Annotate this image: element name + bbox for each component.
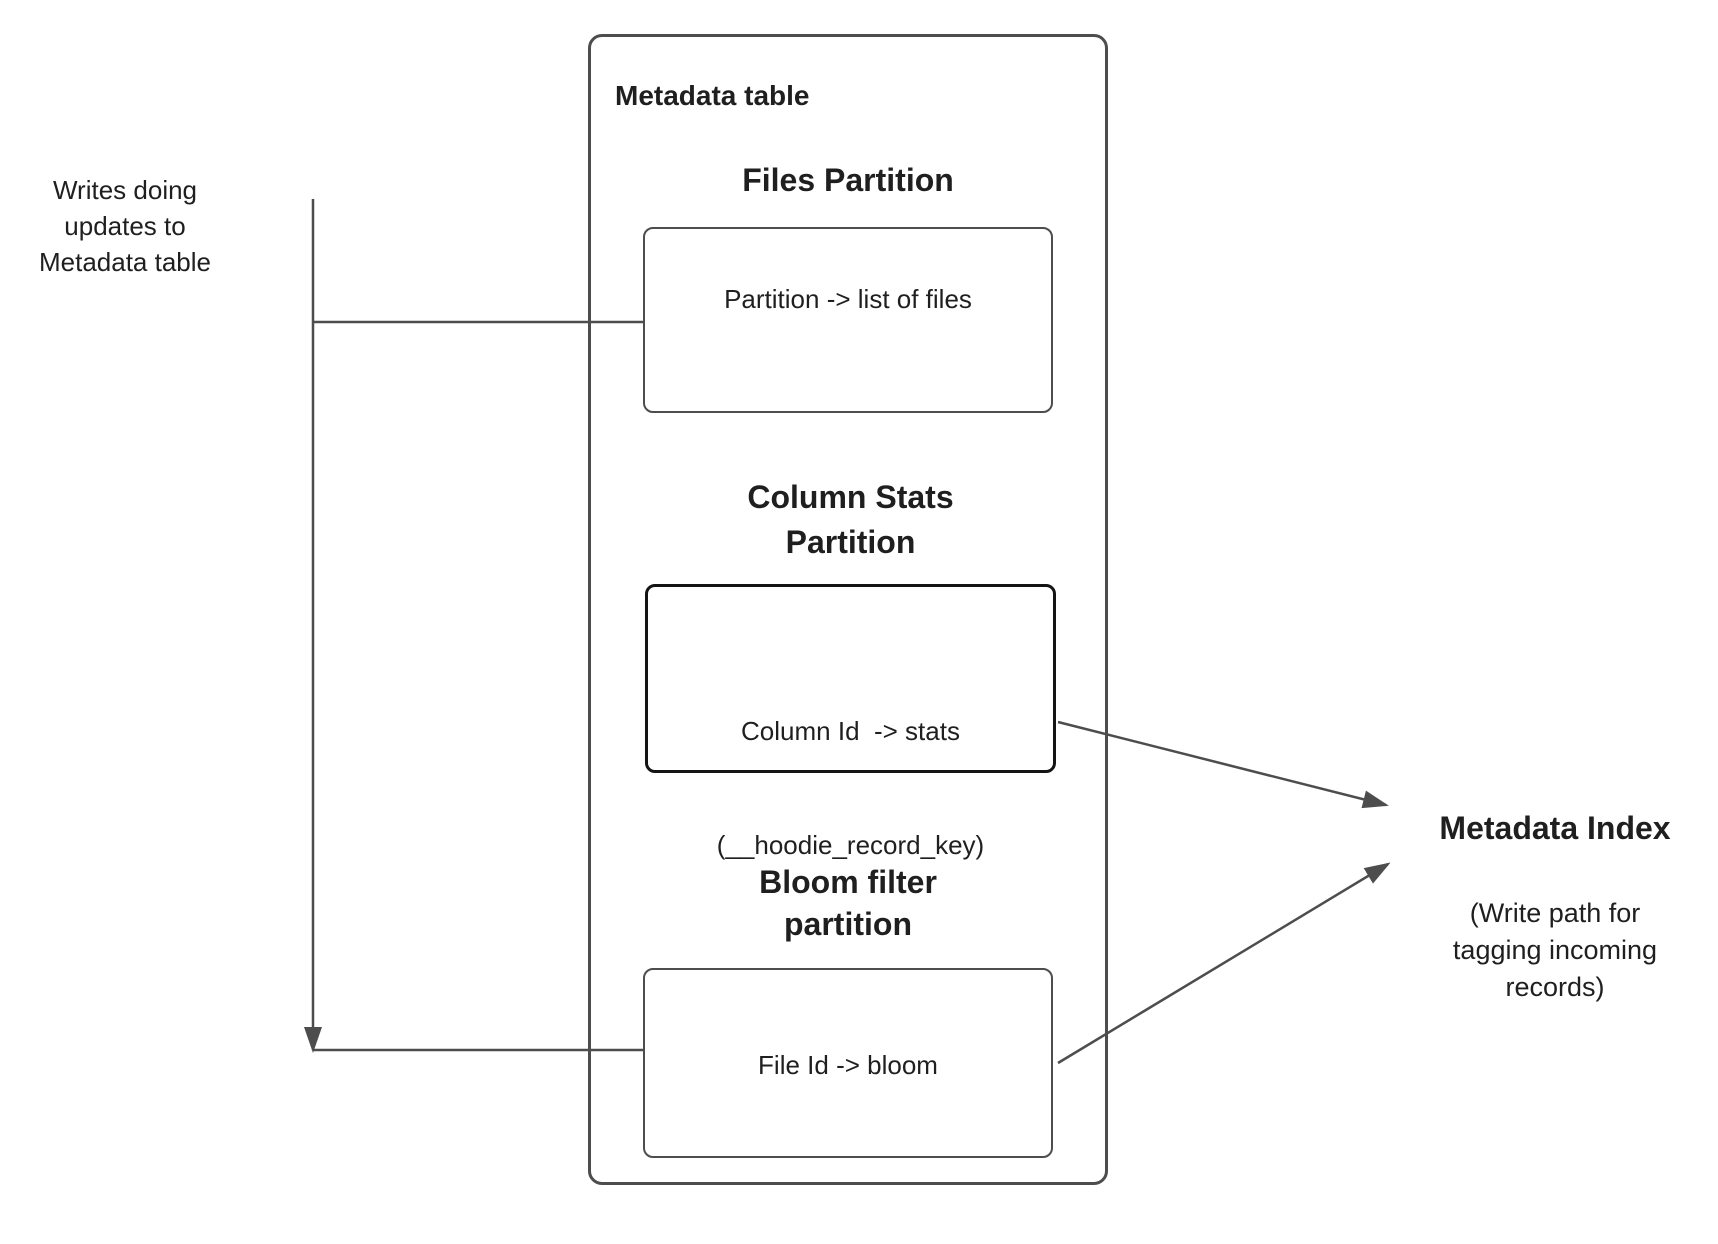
column-stats-body-line-2: (__hoodie_record_key) bbox=[716, 830, 985, 860]
metadata-index-subtitle-line-3: records) bbox=[1505, 972, 1605, 1002]
column-stats-heading-line-1: Column Stats bbox=[747, 479, 954, 515]
column-stats-heading-line-2: Partition bbox=[785, 524, 916, 560]
writes-note-line-3: Metadata table bbox=[38, 247, 211, 277]
writes-note: Writes doing updates to Metadata table bbox=[10, 172, 240, 280]
bloom-filter-box bbox=[643, 968, 1053, 1158]
metadata-index-subtitle: (Write path for tagging incoming records… bbox=[1385, 895, 1718, 1006]
metadata-index-subtitle-line-1: (Write path for bbox=[1469, 898, 1641, 928]
column-stats-body: Column Id -> stats (__hoodie_record_key) bbox=[645, 636, 1056, 940]
column-stats-body-line-1: Column Id -> stats bbox=[741, 716, 960, 746]
bloom-filter-partition-heading: Bloom filter partition bbox=[643, 861, 1053, 945]
bloom-filter-heading-line-2: partition bbox=[784, 906, 912, 942]
files-partition-heading: Files Partition bbox=[742, 162, 954, 198]
metadata-table-title: Metadata table bbox=[615, 80, 810, 111]
bloom-filter-body: File Id -> bloom bbox=[758, 1050, 938, 1080]
writes-note-line-2: updates to bbox=[64, 211, 186, 241]
writes-note-line-1: Writes doing bbox=[52, 175, 198, 205]
files-partition-box bbox=[643, 227, 1053, 413]
column-stats-box bbox=[645, 584, 1056, 773]
metadata-index-subtitle-line-2: tagging incoming bbox=[1452, 935, 1658, 965]
column-stats-partition-heading: Column Stats Partition bbox=[645, 475, 1056, 565]
bloom-filter-heading-line-1: Bloom filter bbox=[759, 864, 937, 900]
files-partition-body: Partition -> list of files bbox=[724, 284, 972, 314]
metadata-index-title: Metadata Index bbox=[1439, 810, 1671, 846]
